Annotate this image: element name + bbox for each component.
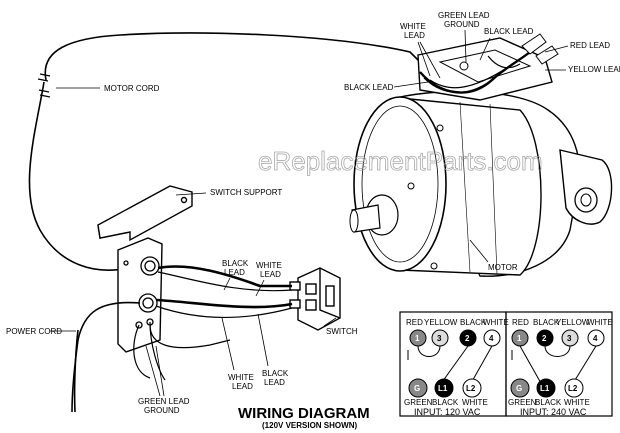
black-lead-low-leader	[257, 313, 269, 367]
panel-240-header-2: BLACK	[533, 318, 560, 327]
panel-240-line-l1: L1	[540, 384, 550, 393]
switch-leader	[323, 317, 337, 327]
panel-240-header-4: WHITE	[587, 318, 613, 327]
red-lead-label: RED LEAD	[570, 41, 610, 50]
panel-240-term-2: 2	[542, 334, 547, 343]
panel-240-line-g: G	[516, 384, 522, 393]
panel-120-color-black: BLACK	[432, 398, 459, 407]
black-lead-left-leader	[393, 81, 429, 88]
wiring-diagram-subtitle: (120V VERSION SHOWN)	[262, 421, 357, 430]
panel-240-term-4: 4	[593, 334, 598, 343]
panel-240-line-l2: L2	[568, 384, 578, 393]
strain-reliefs	[123, 256, 160, 329]
panel-120-line-g: G	[414, 384, 420, 393]
motor-terminal-box	[417, 37, 553, 101]
white-lead-low-label-1: WHITE	[228, 373, 254, 382]
white-lead-top-label-1: WHITE	[400, 22, 426, 31]
green-lead-top-label-2: GROUND	[444, 20, 480, 29]
black-lead-sw-label-1: BLACK	[222, 259, 249, 268]
white-lead-top-label-2: LEAD	[404, 31, 425, 40]
panel-120-line-l1: L1	[438, 384, 448, 393]
panel-240-input: INPUT: 240 VAC	[520, 407, 587, 417]
panel-240-term-1: 1	[517, 334, 522, 343]
motor	[349, 90, 613, 277]
panel-120-term-2: 2	[465, 334, 470, 343]
black-lead-top-label: BLACK LEAD	[484, 27, 534, 36]
green-lead-bottom-label-2: GROUND	[144, 406, 180, 415]
green-lead-bottom-label-1: GREEN LEAD	[138, 397, 190, 406]
watermark: eReplacementParts.com	[258, 146, 543, 176]
panel-240-header-3: YELLOW	[556, 318, 590, 327]
panel-120-header-3: BLACK	[460, 318, 487, 327]
panel-240-color-green: GREEN	[508, 398, 537, 407]
green-lead-bottom-leaders	[145, 345, 165, 397]
panel-120-line-l2: L2	[466, 384, 476, 393]
green-lead-top-label-1: GREEN LEAD	[438, 11, 490, 20]
white-lead-sw-leader	[255, 279, 265, 297]
black-lead-left-label: BLACK LEAD	[344, 83, 394, 92]
cord-break-marks	[37, 73, 51, 98]
white-lead-sw-label-2: LEAD	[260, 270, 281, 279]
black-lead-low-label-2: LEAD	[264, 378, 285, 387]
motor-cord-label: MOTOR CORD	[104, 84, 160, 93]
switch-body	[289, 267, 341, 331]
black-lead-low-label-1: BLACK	[262, 369, 289, 378]
switch-support-leader	[175, 192, 207, 196]
motor-label: MOTOR	[488, 263, 518, 272]
panel-120-header-4: WHITE	[483, 318, 509, 327]
white-lead-top-leaders	[417, 41, 441, 79]
panel-120-color-white: WHITE	[462, 398, 488, 407]
switch-label: SWITCH	[326, 327, 358, 336]
wiring-diagram-title: WIRING DIAGRAM	[238, 405, 370, 422]
wiring-panel-240: RED BLACK YELLOW WHITE 1 2 3 4 G L1 L2 G…	[505, 311, 613, 417]
switch-wires	[149, 265, 293, 349]
green-lead-top-leader	[464, 29, 467, 63]
black-lead-sw-label-2: LEAD	[224, 268, 245, 277]
black-lead-top-leader	[479, 37, 491, 61]
panel-120-term-1: 1	[415, 334, 420, 343]
panel-120-term-3: 3	[437, 334, 442, 343]
panel-120-input: INPUT: 120 VAC	[414, 407, 481, 417]
white-lead-low-leader	[221, 317, 235, 371]
black-lead-sw-leader	[223, 277, 231, 291]
panel-120-header-2: YELLOW	[424, 318, 458, 327]
red-lead-leader	[544, 45, 569, 53]
panel-240-color-white: WHITE	[564, 398, 590, 407]
yellow-lead-label: YELLOW LEAD	[568, 65, 620, 74]
panel-240-header-1: RED	[512, 318, 529, 327]
panel-240-color-black: BLACK	[535, 398, 562, 407]
panel-120-color-green: GREEN	[404, 398, 433, 407]
panel-240-term-3: 3	[567, 334, 572, 343]
motor-cord	[28, 32, 419, 271]
panel-120-term-4: 4	[489, 334, 494, 343]
motor-leader	[469, 239, 489, 263]
wire-nuts	[521, 33, 559, 65]
motor-internal-leads	[419, 51, 531, 94]
white-lead-low-label-2: LEAD	[232, 382, 253, 391]
power-cord-label: POWER CORD	[6, 327, 62, 336]
panel-120-header-1: RED	[406, 318, 423, 327]
wiring-panel-120: RED YELLOW BLACK WHITE 1 3 2 4 G L1 L2 G…	[399, 311, 509, 417]
power-cord	[71, 301, 141, 413]
switch-support-label: SWITCH SUPPORT	[210, 188, 282, 197]
white-lead-sw-label-1: WHITE	[256, 261, 282, 270]
green-ground-leads	[133, 321, 166, 381]
